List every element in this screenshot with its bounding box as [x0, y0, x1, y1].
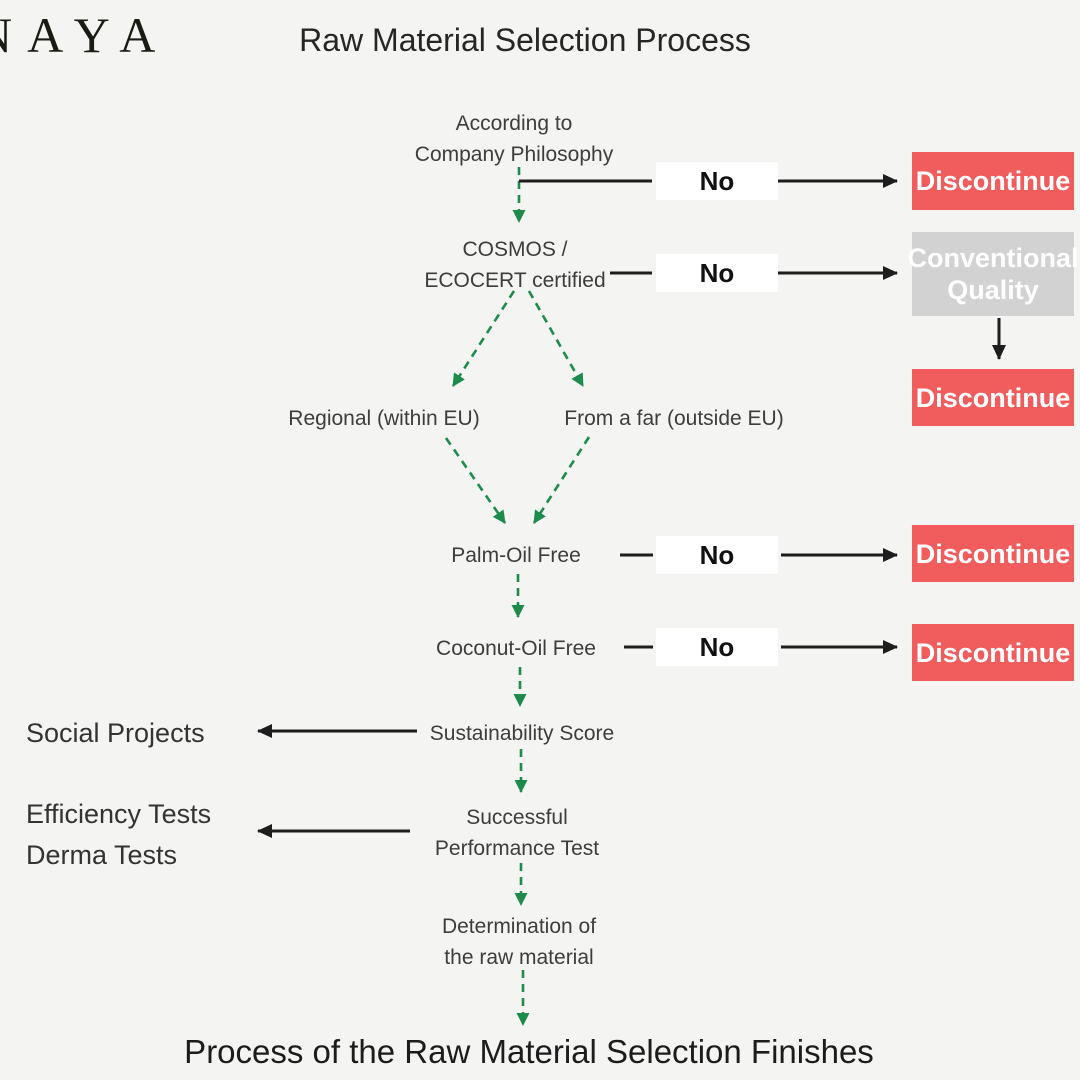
conventional-quality-line1: Conventional: [907, 243, 1079, 273]
no-box-cosmos: No: [656, 254, 778, 292]
node-determination-line1: Determination of: [441, 915, 597, 938]
footer-title: Process of the Raw Material Selection Fi…: [184, 1033, 874, 1070]
label-efficiency-tests: Efficiency Tests: [26, 799, 212, 829]
no-box-coconut: No: [656, 628, 778, 666]
node-determination-line2: the raw material: [444, 946, 594, 969]
discontinue-box-2: Discontinue: [912, 369, 1074, 426]
discontinue-box-3: Discontinue: [912, 525, 1074, 582]
label-efficiency-derma: Efficiency Tests Derma Tests: [26, 794, 211, 876]
node-company-philosophy-line1: According to: [455, 112, 573, 135]
node-sustainability-score: Sustainability Score: [429, 722, 615, 745]
node-performance-line1: Successful: [466, 806, 568, 829]
label-derma-tests: Derma Tests: [26, 840, 178, 870]
node-palm-oil-free: Palm-Oil Free: [451, 544, 581, 567]
node-cosmos-line1: COSMOS /: [462, 238, 568, 261]
node-coconut-oil-free: Coconut-Oil Free: [436, 637, 596, 660]
discontinue-box-1: Discontinue: [912, 152, 1074, 210]
arrow-cosmos-to-regional: [451, 290, 516, 387]
node-cosmos-ecocert: COSMOS / ECOCERT certified: [424, 234, 605, 296]
no-box-philosophy: No: [656, 162, 778, 200]
node-company-philosophy: According to Company Philosophy: [415, 108, 613, 170]
node-performance-line2: Performance Test: [434, 837, 600, 860]
page-title: Raw Material Selection Process: [299, 22, 751, 58]
node-cosmos-line2: ECOCERT certified: [424, 269, 606, 292]
node-company-philosophy-line2: Company Philosophy: [414, 143, 614, 166]
label-social-projects: Social Projects: [26, 718, 205, 748]
node-performance-test: Successful Performance Test: [435, 802, 599, 864]
brand-logo: NAYA: [0, 7, 171, 63]
no-box-palm: No: [656, 536, 778, 574]
node-from-afar: From a far (outside EU): [564, 407, 784, 430]
arrow-cosmos-to-afar: [527, 290, 585, 387]
arrow-afar-to-palm: [532, 436, 591, 524]
node-determination: Determination of the raw material: [442, 911, 596, 973]
conventional-quality-line2: Quality: [947, 275, 1039, 305]
node-regional: Regional (within EU): [288, 407, 480, 430]
conventional-quality-box: Conventional Quality: [908, 232, 1079, 316]
arrow-regional-to-palm: [444, 437, 507, 524]
discontinue-box-4: Discontinue: [912, 624, 1074, 681]
